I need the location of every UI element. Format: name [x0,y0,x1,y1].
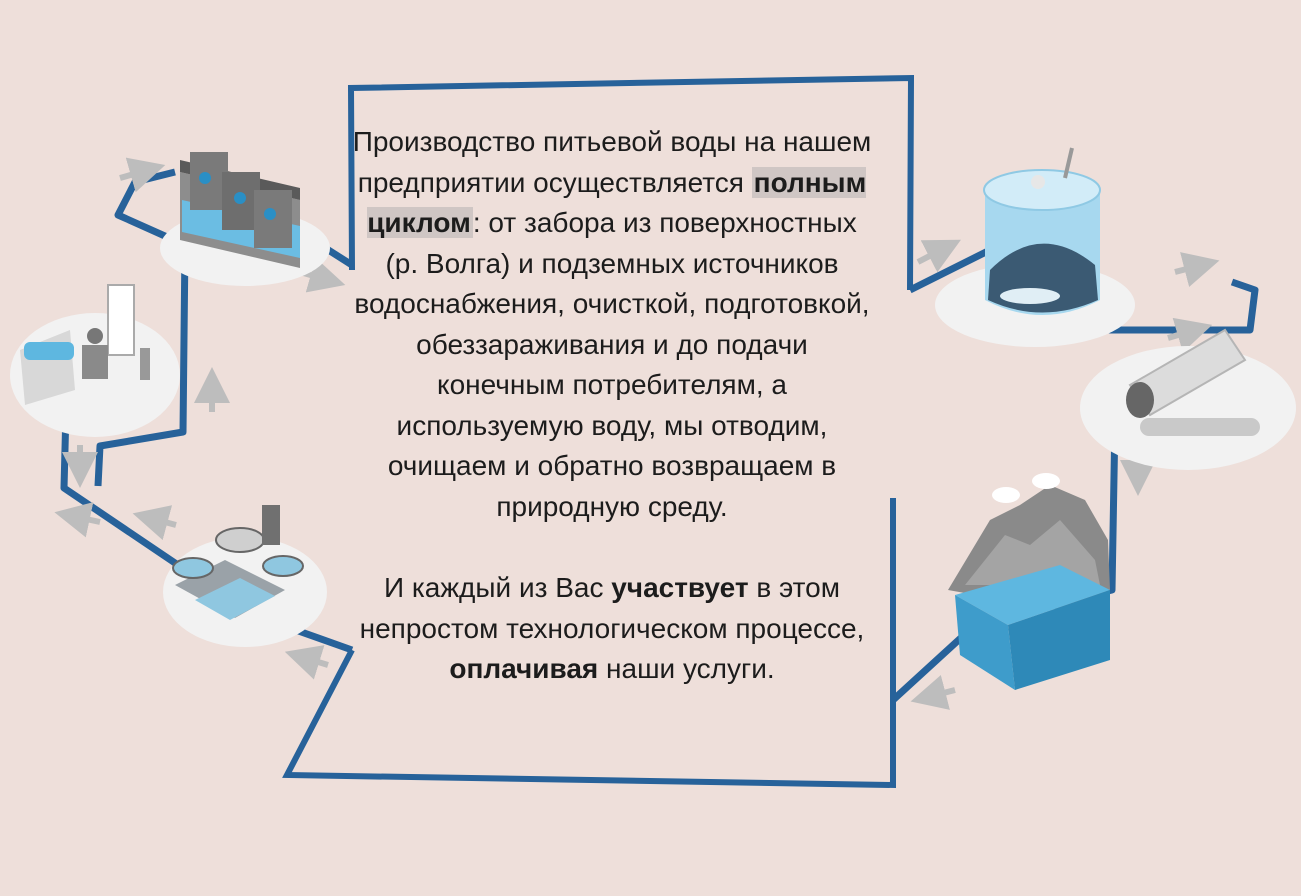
info-paragraph-1-part1: Производство питьевой воды на нашем пред… [352,126,872,198]
filter-cylinder-icon [1080,328,1296,470]
flow-arrows [54,157,1220,710]
wastewater-treatment-icon [163,505,327,647]
info-paragraph-2-part1: И каждый из Вас [383,572,612,603]
central-frame [282,74,915,789]
info-paragraph-2-part3: наши услуги. [598,653,775,684]
info-paragraph-1-part2: : от забора из поверхностных (р. Волга) … [354,207,870,522]
mixing-tank-icon [935,147,1135,347]
household-consumer-icon [10,284,180,437]
filtration-basins-icon [160,152,330,286]
info-paragraph-2: И каждый из Вас участвует в этом непрост… [352,568,872,690]
info-paragraph-2-part2: в этом непростом технологическом процесс… [359,572,865,644]
water-source-landscape-icon [948,473,1110,690]
info-paragraph-1: Производство питьевой воды на нашем пред… [352,122,872,527]
info-highlight-paying: оплачивая [449,653,599,684]
info-text-block: Производство питьевой воды на нашем пред… [352,122,872,690]
info-highlight-participates: участвует [611,572,749,603]
